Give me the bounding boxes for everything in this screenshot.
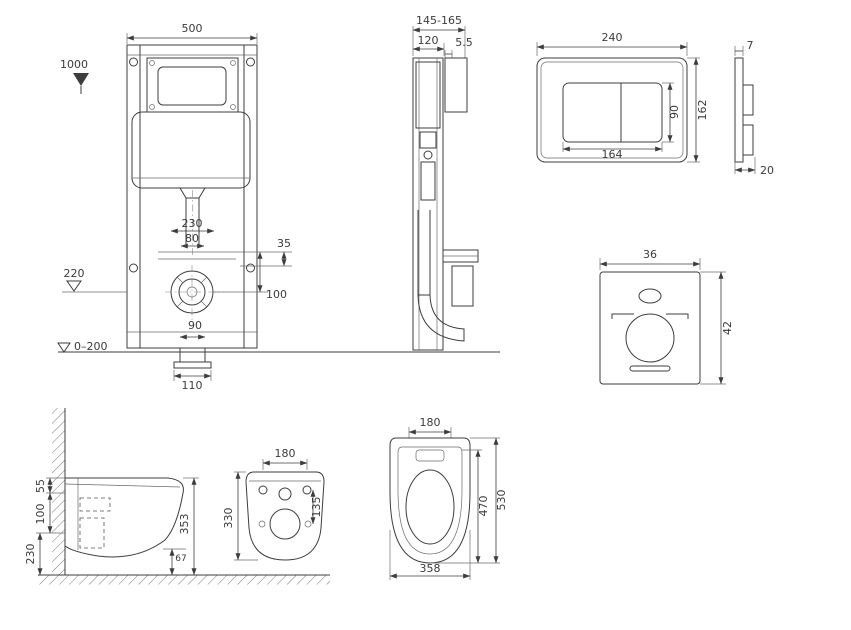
dim-220-label: 220 [64, 267, 85, 280]
frame-side-view: 145-165 120 5.5 [412, 14, 479, 351]
mat-outlet-hole [625, 313, 675, 363]
pan-height-label: 330 [222, 508, 235, 529]
sound-mat-view: 36 42 [599, 248, 734, 385]
pan-dim-100-label: 100 [34, 504, 47, 525]
cistern-outline [131, 111, 251, 189]
dim-100-label: 100 [266, 288, 287, 301]
pan-top-470-label: 470 [477, 496, 490, 517]
floor-range-label: 0–200 [74, 340, 108, 353]
floor-hatch [38, 575, 330, 585]
frame-outline [126, 44, 258, 349]
fixing-hole-left [258, 485, 268, 495]
inspection-opening [157, 66, 227, 106]
pan-side-profile [64, 477, 184, 558]
plate-height-label: 162 [696, 100, 709, 121]
plate-width-label: 240 [602, 31, 623, 44]
pan-top-358-label: 358 [420, 562, 441, 575]
frame-side-outline [412, 57, 444, 351]
wall-hatch [52, 408, 65, 575]
dim-90-label: 90 [188, 319, 202, 332]
pan-dim-135-label: 135 [310, 497, 323, 518]
dim-35-label: 35 [277, 237, 291, 250]
pan-top-view: 180 470 530 358 [389, 416, 508, 580]
flush-plate-outline [536, 57, 688, 163]
flush-buttons [562, 82, 663, 143]
pan-dim-353-label: 353 [178, 514, 191, 535]
bracket-hatch-block [451, 265, 474, 307]
frame-width-label: 500 [182, 22, 203, 35]
dim-5-5-label: 5.5 [455, 36, 473, 49]
pan-side-view: 55 100 230 353 67 [24, 408, 330, 585]
mat-slot [629, 365, 671, 372]
dim-80-label: 80 [185, 232, 199, 245]
pan-top-530-label: 530 [495, 490, 508, 511]
dim-120-label: 120 [418, 34, 439, 47]
plate-depth-label: 20 [760, 164, 774, 177]
fixing-hole-right [302, 485, 312, 495]
button-width-label: 164 [602, 148, 623, 161]
mat-inlet-hole [638, 288, 662, 304]
level-triangle-open [66, 280, 82, 292]
frame-front-view: 500 1000 230 80 [57, 22, 500, 392]
seat-inner-line [397, 446, 463, 555]
mat-width-label: 36 [643, 248, 657, 261]
dim-230-label: 230 [182, 217, 203, 230]
install-height-label: 1000 [60, 58, 88, 71]
flush-plate-side-outline [734, 57, 744, 163]
pan-dim-67-label: 67 [175, 554, 186, 564]
pan-top-180-label: 180 [420, 416, 441, 429]
sound-mat-outline [599, 271, 701, 385]
inlet-hole [278, 487, 292, 501]
mat-height-label: 42 [721, 321, 734, 335]
level-triangle-filled [73, 73, 89, 86]
flush-plate-front-view: 240 90 164 162 [536, 31, 709, 163]
pan-hole-spacing-label: 180 [275, 447, 296, 460]
flush-plate-side-view: 7 20 [734, 39, 774, 177]
wall-anchor-block [444, 57, 468, 113]
hinge-detail [415, 449, 445, 462]
drain-hole [269, 508, 301, 540]
dim-110-label: 110 [182, 379, 203, 392]
frame-depth-label: 145-165 [416, 14, 462, 27]
floor-triangle-open [57, 342, 71, 353]
pan-dim-230-label: 230 [24, 544, 37, 565]
plate-thickness-label: 7 [747, 39, 754, 52]
pan-back-view: 180 135 330 [222, 447, 325, 561]
bowl-opening [405, 469, 455, 545]
outlet-elbow [417, 294, 465, 342]
pan-dim-55-label: 55 [34, 479, 47, 493]
foot-plate [173, 361, 212, 369]
button-height-label: 90 [668, 105, 681, 119]
pan-back-outline [245, 471, 325, 561]
